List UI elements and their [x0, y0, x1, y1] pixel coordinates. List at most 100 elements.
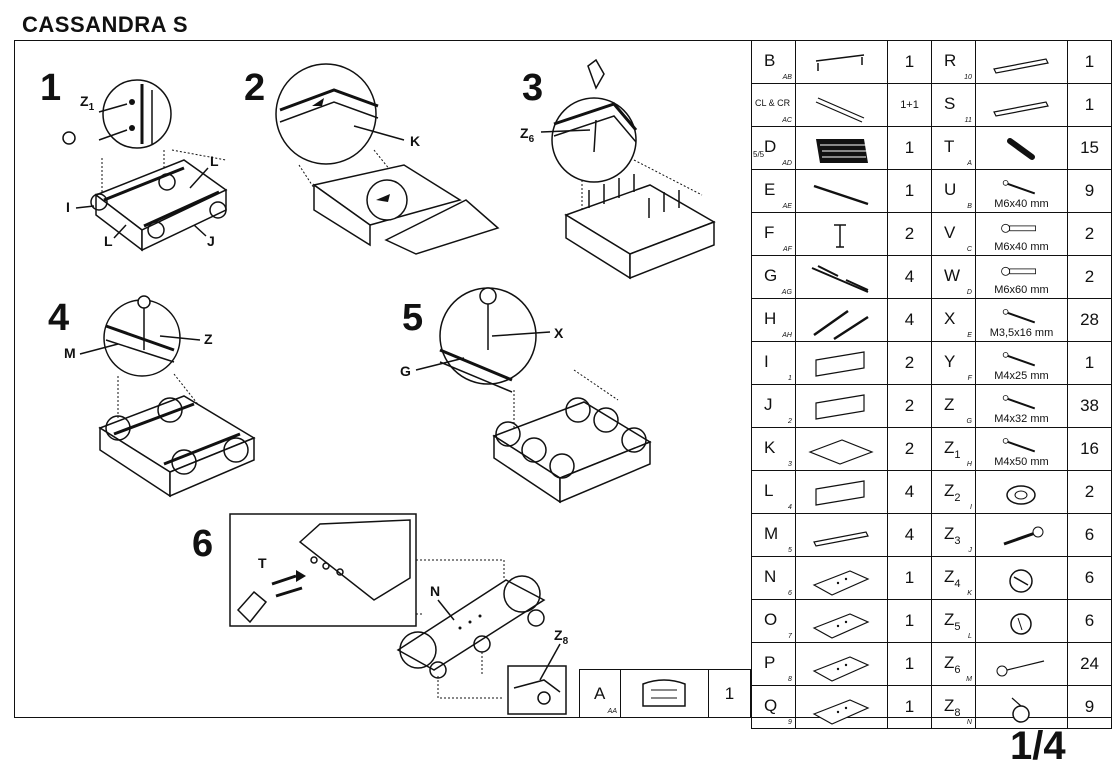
svg-text:X: X	[554, 325, 564, 341]
part-quantity: 2	[887, 384, 932, 428]
part-quantity: 2	[887, 212, 932, 256]
part-quantity: 1	[1067, 83, 1112, 127]
part-quantity: 4	[887, 470, 932, 514]
part-quantity: 2	[887, 341, 932, 385]
step-2-number: 2	[244, 67, 265, 109]
connector-bolt-icon	[974, 513, 1069, 557]
detail-circle	[275, 63, 377, 165]
cap-icon	[974, 599, 1069, 643]
strip-icon	[974, 83, 1069, 127]
headboard-icon	[621, 670, 709, 717]
svg-text:J: J	[207, 233, 215, 249]
base-plate	[396, 579, 546, 671]
bolt-icon: M6x40 mm	[974, 212, 1069, 256]
board-icon	[794, 384, 889, 428]
svg-text:Z: Z	[204, 331, 213, 347]
part-quantity: 6	[1067, 513, 1112, 557]
step-4-number: 4	[48, 297, 69, 339]
svg-text:L: L	[210, 153, 219, 169]
step-1: 1 Z1 L I L J	[40, 67, 228, 252]
gas-lift-icon	[794, 255, 889, 299]
washer-icon	[974, 470, 1069, 514]
detail-circle	[102, 79, 172, 149]
page-frame	[14, 40, 1112, 718]
part-quantity: 2	[1067, 212, 1112, 256]
part-quantity: 24	[1067, 642, 1112, 686]
plate-icon	[794, 642, 889, 686]
part-quantity: 2	[887, 427, 932, 471]
plate-icon	[794, 599, 889, 643]
step-5: 5 X G	[400, 287, 652, 504]
svg-text:K: K	[410, 133, 420, 149]
assembly-diagram: 1 Z1 L I L J 2 K	[40, 58, 716, 715]
part-size: M4x50 mm	[994, 456, 1049, 468]
mallet-icon	[236, 590, 268, 624]
plate-icon	[794, 685, 889, 729]
part-quantity: 1	[887, 169, 932, 213]
part-quantity: 1	[887, 126, 932, 170]
hook-icon	[974, 685, 1069, 729]
step-1-number: 1	[40, 67, 61, 109]
part-quantity: 1	[887, 599, 932, 643]
part-quantity: 4	[887, 255, 932, 299]
part-quantity: 4	[887, 298, 932, 342]
step-4: 4 M Z	[48, 295, 256, 498]
label-z1: Z1	[80, 93, 95, 113]
part-quantity: 28	[1067, 298, 1112, 342]
handle-icon	[794, 40, 889, 84]
part-quantity: 1	[1067, 40, 1112, 84]
screw-icon: M4x50 mm	[974, 427, 1069, 471]
part-quantity: 16	[1067, 427, 1112, 471]
svg-text:M: M	[64, 345, 76, 361]
panel-icon	[794, 427, 889, 471]
board-icon	[794, 470, 889, 514]
nail-icon	[974, 642, 1069, 686]
part-size: M4x25 mm	[994, 370, 1049, 382]
part-quantity: 6	[1067, 556, 1112, 600]
cam-lock-icon	[62, 131, 76, 145]
screw-icon: M4x25 mm	[974, 341, 1069, 385]
part-quantity: 1	[887, 40, 932, 84]
strip-icon	[794, 513, 889, 557]
part-size: M6x60 mm	[994, 284, 1049, 296]
step-3: 3 Z6	[520, 58, 716, 280]
plate-icon	[794, 556, 889, 600]
part-quantity: 9	[1067, 169, 1112, 213]
part-quantity: 1+1	[887, 83, 932, 127]
bolt-icon: M6x60 mm	[974, 255, 1069, 299]
step-3-number: 3	[522, 67, 543, 109]
label-z6: Z6	[520, 125, 535, 145]
part-quantity: 6	[1067, 599, 1112, 643]
hammer-icon	[587, 58, 605, 90]
svg-text:N: N	[430, 583, 440, 599]
